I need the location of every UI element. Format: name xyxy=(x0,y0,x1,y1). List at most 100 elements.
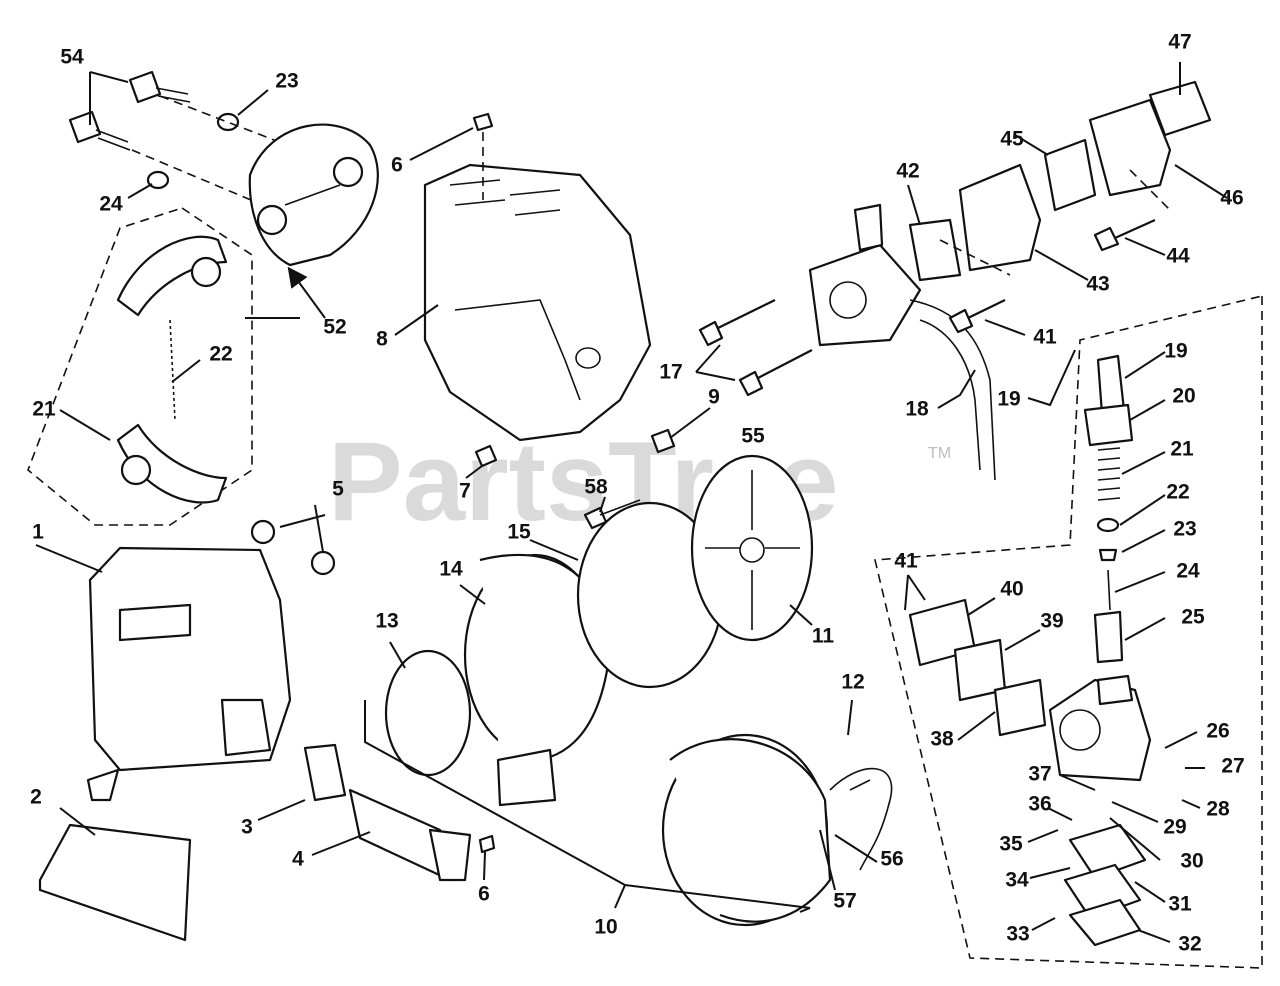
callout: 22 xyxy=(209,343,232,366)
part-screw-17b xyxy=(738,349,813,397)
part-fitting xyxy=(1083,403,1134,447)
callout: 34 xyxy=(1005,869,1029,892)
callout: 39 xyxy=(1040,610,1063,633)
part-block xyxy=(1088,98,1172,197)
callout: 18 xyxy=(905,398,929,421)
callout: 26 xyxy=(1206,720,1229,743)
callout: 37 xyxy=(1028,763,1051,786)
part-screw-shroud xyxy=(650,428,676,454)
part-cover-lower xyxy=(1068,898,1142,947)
callout: 54 xyxy=(60,46,84,69)
watermark-tm: TM xyxy=(928,445,951,462)
callout: 38 xyxy=(930,728,954,751)
leader-lines xyxy=(35,62,1228,943)
callout: 30 xyxy=(1180,850,1203,873)
callout: 10 xyxy=(594,916,617,939)
callout: 47 xyxy=(1168,31,1191,54)
callout: 11 xyxy=(812,625,835,648)
callout: 15 xyxy=(507,521,531,544)
callout: 20 xyxy=(1172,385,1195,408)
part-clip xyxy=(1098,548,1118,562)
callout: 42 xyxy=(896,160,919,183)
callout: 6 xyxy=(478,883,490,906)
part-throttle-slide xyxy=(1093,610,1124,664)
callout: 19 xyxy=(997,388,1020,411)
callout: 12 xyxy=(841,671,864,694)
part-screw-filter-shank xyxy=(599,499,641,516)
callout: 23 xyxy=(275,70,298,93)
part-bolt-46 xyxy=(1093,218,1156,252)
part-diaphragm-lower xyxy=(1068,823,1147,880)
callout: 28 xyxy=(1206,798,1230,821)
part-screw-filter xyxy=(583,506,608,530)
part-backing-plate xyxy=(690,454,814,642)
part-shroud xyxy=(423,163,652,442)
callout: 21 xyxy=(1170,438,1194,461)
part-spark-arrestor xyxy=(348,788,472,882)
part-nut-lower xyxy=(310,550,336,576)
alignment-lines-intake xyxy=(939,169,1171,276)
part-screw-17a xyxy=(698,299,776,347)
carburetor-assembly-outline xyxy=(874,294,1263,969)
part-screw-bottom xyxy=(474,444,498,468)
callout: 8 xyxy=(376,328,388,351)
callout: 27 xyxy=(1221,755,1244,778)
callout: 9 xyxy=(708,386,720,409)
part-gasket-47 xyxy=(1043,138,1097,212)
callout: 56 xyxy=(880,848,903,871)
part-ring xyxy=(1096,517,1120,533)
callout: 45 xyxy=(1000,128,1024,151)
part-bolt-43 xyxy=(948,299,1006,334)
callout: 7 xyxy=(459,480,471,503)
part-clutch xyxy=(248,123,379,267)
callout: 4 xyxy=(292,848,304,871)
callout: 6 xyxy=(391,154,403,177)
callout: 14 xyxy=(439,558,463,581)
part-muffler xyxy=(86,546,292,802)
part-spring xyxy=(1097,447,1121,501)
callout: 3 xyxy=(241,816,253,839)
callout: 44 xyxy=(1166,245,1190,268)
callout: 29 xyxy=(1163,816,1186,839)
callout-labels: 54 23 24 52 22 21 6 8 17 9 55 7 58 15 14… xyxy=(30,31,1245,956)
part-screw-exhaust xyxy=(478,834,496,854)
callout: 35 xyxy=(999,833,1023,856)
callout: 24 xyxy=(1176,560,1200,583)
part-cable xyxy=(829,767,893,871)
part-washer-lower xyxy=(146,170,170,190)
callout: 5 xyxy=(332,478,344,501)
callout: 41 xyxy=(1033,326,1057,349)
part-screw-top xyxy=(472,112,494,132)
part-carburetor-body xyxy=(1048,674,1152,782)
part-gasket-exhaust xyxy=(303,743,347,802)
callout: 46 xyxy=(1220,187,1243,210)
part-nut-upper xyxy=(250,519,276,545)
clutch-assembly-outline xyxy=(27,207,253,526)
part-gasket-44 xyxy=(908,218,962,282)
callout: 33 xyxy=(1006,923,1029,946)
callout: 19 xyxy=(1164,340,1187,363)
callout: 40 xyxy=(1000,578,1023,601)
callout: 13 xyxy=(375,610,398,633)
callout: 41 xyxy=(894,550,918,573)
part-filter-housing xyxy=(661,733,871,927)
callout: 1 xyxy=(32,521,44,544)
callout: 43 xyxy=(1086,273,1109,296)
callout: 22 xyxy=(1166,481,1189,504)
callout: 36 xyxy=(1028,793,1051,816)
callout: 21 xyxy=(32,398,56,421)
part-bolts xyxy=(68,70,191,151)
callout: 55 xyxy=(741,425,765,448)
callout: 58 xyxy=(584,476,608,499)
callout: 52 xyxy=(323,316,346,339)
callout: 2 xyxy=(30,786,42,809)
part-needle xyxy=(1107,569,1111,611)
part-adapter xyxy=(958,163,1042,272)
callout: 24 xyxy=(99,193,123,216)
callout: 57 xyxy=(833,890,856,913)
callout: 31 xyxy=(1168,893,1192,916)
part-washer-upper xyxy=(216,112,240,132)
part-pump-diaphragm xyxy=(993,678,1047,737)
